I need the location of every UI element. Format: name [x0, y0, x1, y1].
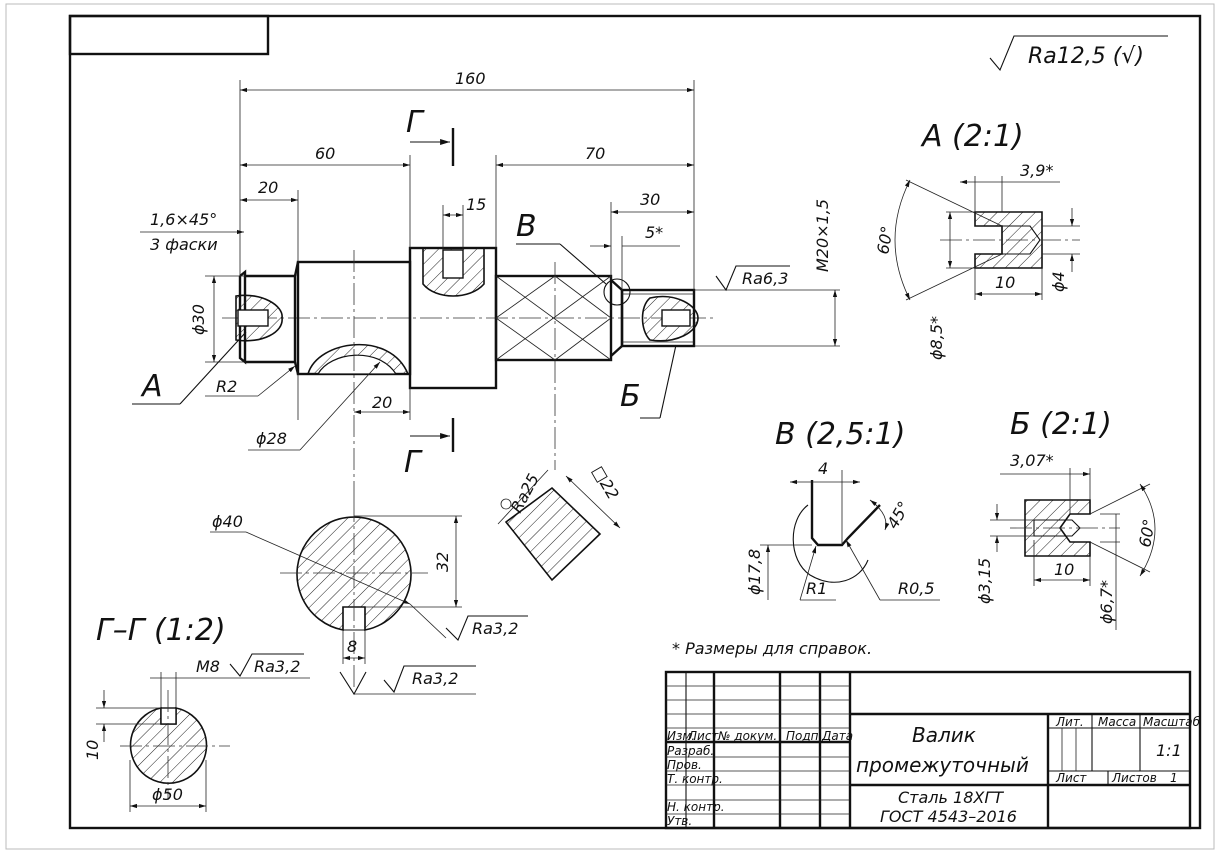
- svg-text:1:1: 1:1: [1156, 741, 1182, 760]
- svg-text:ϕ4: ϕ4: [1049, 271, 1068, 292]
- reference-note: * Размеры для справок.: [672, 639, 872, 658]
- svg-text:Г: Г: [406, 105, 425, 140]
- svg-text:8: 8: [347, 637, 357, 656]
- svg-text:Ra3,2: Ra3,2: [472, 619, 518, 638]
- svg-text:10: 10: [995, 273, 1015, 292]
- svg-text:Сталь 18ХГТ: Сталь 18ХГТ: [898, 788, 1004, 807]
- svg-text:3 фаски: 3 фаски: [150, 235, 218, 254]
- svg-text:60: 60: [315, 144, 335, 163]
- svg-text:Листов: Листов: [1111, 771, 1157, 785]
- svg-text:ϕ40: ϕ40: [212, 512, 243, 531]
- svg-text:Т. контр.: Т. контр.: [667, 772, 723, 786]
- svg-text:20: 20: [258, 178, 278, 197]
- svg-text:ГОСТ 4543–2016: ГОСТ 4543–2016: [880, 807, 1017, 826]
- view-a: А (2:1) 60° 3,9* 10 ϕ4 ϕ8,5*: [873, 119, 1080, 360]
- svg-text:Н. контр.: Н. контр.: [667, 800, 725, 814]
- svg-text:Разраб.: Разраб.: [667, 744, 714, 758]
- svg-text:60°: 60°: [1135, 517, 1159, 548]
- svg-text:Масштаб: Масштаб: [1143, 715, 1201, 729]
- svg-text:ϕ3,15: ϕ3,15: [975, 558, 994, 604]
- svg-text:Г: Г: [404, 445, 423, 480]
- svg-text:3,07*: 3,07*: [1010, 451, 1054, 470]
- svg-text:Масса: Масса: [1098, 715, 1136, 729]
- svg-text:Г–Г (1:2): Г–Г (1:2): [96, 613, 226, 648]
- svg-text:30: 30: [640, 190, 660, 209]
- svg-text:ϕ6,7*: ϕ6,7*: [1097, 580, 1116, 624]
- roughness-label: Ra12,5 (√): [1028, 44, 1144, 69]
- svg-text:Пров.: Пров.: [667, 758, 702, 772]
- svg-text:160: 160: [455, 69, 486, 88]
- svg-text:Изм.: Изм.: [667, 729, 695, 743]
- svg-text:5*: 5*: [645, 223, 663, 242]
- svg-text:ϕ8,5*: ϕ8,5*: [927, 316, 946, 360]
- svg-text:Лист: Лист: [1055, 771, 1087, 785]
- svg-text:ϕ17,8: ϕ17,8: [745, 549, 764, 595]
- svg-text:Б (2:1): Б (2:1): [1010, 407, 1112, 442]
- svg-text:Лист: Лист: [687, 729, 719, 743]
- svg-text:15: 15: [466, 195, 486, 214]
- svg-text:№ докум.: № докум.: [717, 729, 777, 743]
- svg-text:В (2,5:1): В (2,5:1): [775, 417, 905, 452]
- svg-text:ϕ28: ϕ28: [256, 429, 287, 448]
- svg-text:10: 10: [1054, 560, 1074, 579]
- svg-text:R1: R1: [806, 579, 827, 598]
- svg-text:1: 1: [1170, 771, 1178, 785]
- svg-text:R2: R2: [216, 377, 237, 396]
- svg-text:70: 70: [585, 144, 605, 163]
- view-v: В (2,5:1) 4 45° ϕ17,8 R1 R0,5: [745, 417, 940, 601]
- section-gg: Г–Г (1:2) M8 Ra3,2 10 ϕ50: [83, 613, 310, 812]
- svg-text:3,9*: 3,9*: [1020, 161, 1053, 180]
- svg-text:Утв.: Утв.: [667, 814, 692, 828]
- svg-text:M8: M8: [196, 657, 220, 676]
- svg-text:Ra3,2: Ra3,2: [254, 657, 300, 676]
- svg-text:Валик: Валик: [912, 723, 976, 747]
- svg-text:4: 4: [818, 459, 828, 478]
- sheet-frame: [5, 3, 1215, 850]
- svg-text:В: В: [516, 209, 537, 244]
- svg-text:А (2:1): А (2:1): [920, 119, 1024, 154]
- shaft-main-view: [222, 246, 716, 500]
- svg-text:32: 32: [433, 552, 452, 572]
- svg-text:Лит.: Лит.: [1055, 715, 1084, 729]
- svg-text:M20×1,5: M20×1,5: [813, 199, 832, 272]
- title-block: Изм. Лист № докум. Подп. Дата Разраб. Пр…: [664, 670, 1201, 830]
- svg-text:60°: 60°: [873, 224, 897, 255]
- main-dimensions: 160 60 70 20 15 30 5* 20 1,6×45° 3 фаски…: [140, 69, 840, 451]
- svg-text:Б: Б: [620, 379, 641, 414]
- svg-text:А: А: [140, 369, 163, 404]
- svg-text:□22: □22: [589, 463, 623, 503]
- svg-text:Дата: Дата: [821, 729, 853, 743]
- keyway-section: ϕ40 32 8 Ra3,2 Ra3,2: [210, 500, 528, 696]
- svg-text:ϕ30: ϕ30: [189, 304, 208, 335]
- svg-text:Ra6,3: Ra6,3: [742, 269, 788, 288]
- general-roughness: Ra12,5 (√): [989, 35, 1168, 72]
- svg-text:Подп.: Подп.: [786, 729, 822, 743]
- svg-text:ϕ50: ϕ50: [152, 785, 183, 804]
- svg-text:1,6×45°: 1,6×45°: [150, 210, 217, 229]
- svg-text:45°: 45°: [883, 498, 914, 532]
- view-b: Б (2:1) 60° 3,07* 10 ϕ3,15 ϕ6,7*: [975, 407, 1159, 630]
- svg-text:10: 10: [83, 740, 102, 760]
- svg-text:20: 20: [372, 393, 392, 412]
- svg-text:R0,5: R0,5: [898, 579, 935, 598]
- svg-text:Ra3,2: Ra3,2: [412, 669, 458, 688]
- section-marks: Г Г А Б В: [132, 105, 677, 480]
- svg-text:промежуточный: промежуточный: [856, 753, 1029, 777]
- square-section: Ra25 □22: [497, 463, 623, 582]
